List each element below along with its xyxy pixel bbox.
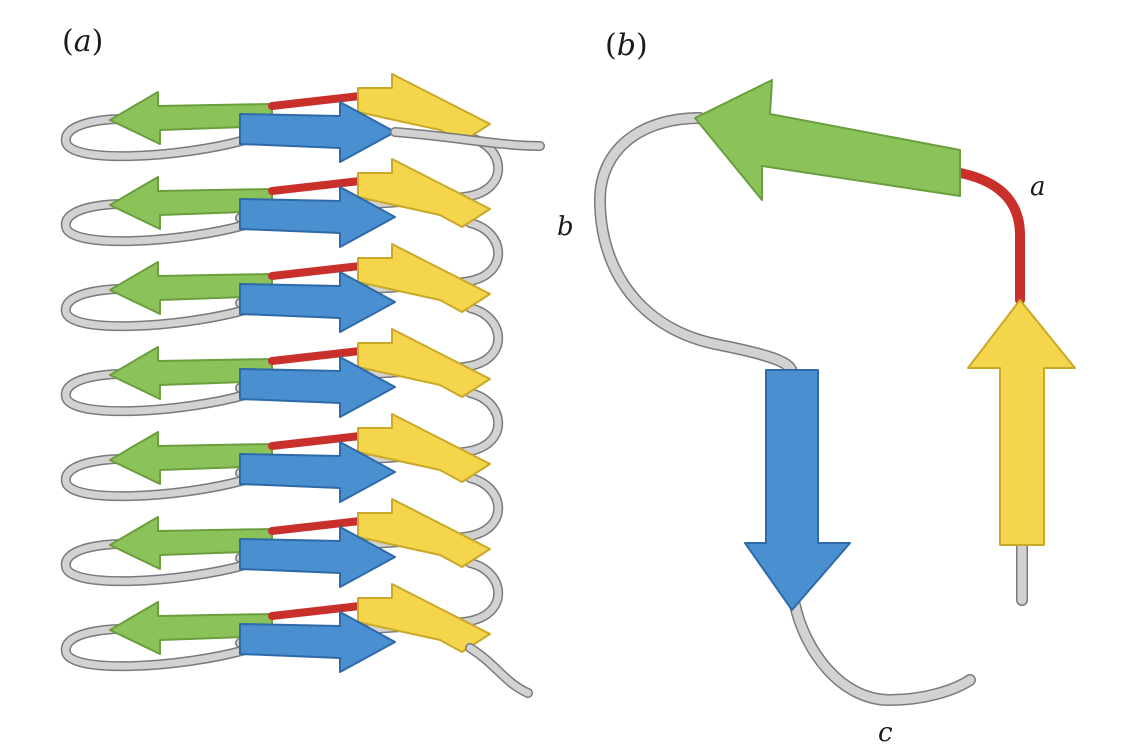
blue-strand-6 bbox=[239, 526, 396, 588]
blue-strand-1 bbox=[239, 101, 396, 163]
yellow-strand-4 bbox=[357, 328, 491, 398]
green-strand bbox=[694, 79, 961, 201]
yellow-strand-1 bbox=[357, 73, 491, 143]
tail-c-outline bbox=[789, 599, 976, 706]
hairpin-loop-4 bbox=[62, 370, 249, 415]
red-linker-5 bbox=[268, 432, 364, 450]
hairpin-loop-5 bbox=[62, 455, 249, 500]
red-linker-a bbox=[950, 167, 1025, 305]
bottom-exit-tube bbox=[466, 644, 532, 697]
rung-7 bbox=[60, 583, 491, 673]
hairpin-loop-2 bbox=[62, 200, 249, 245]
yellow-strand-7 bbox=[357, 583, 491, 653]
tail-c bbox=[790, 600, 975, 705]
hairpin-loop-7 bbox=[62, 625, 249, 670]
blue-strand-3 bbox=[239, 271, 396, 333]
segment-b-label: b bbox=[557, 212, 574, 242]
red-linker-4 bbox=[268, 347, 364, 365]
red-linker-6 bbox=[268, 517, 364, 535]
red-linker-7 bbox=[268, 602, 364, 620]
segment-a-label: a bbox=[1030, 172, 1046, 202]
blue-strand-2 bbox=[239, 186, 396, 248]
red-linker-2 bbox=[268, 177, 364, 195]
yellow-strand-3 bbox=[357, 243, 491, 313]
hairpin-loop-1 bbox=[62, 115, 249, 160]
red-linker-3 bbox=[268, 262, 364, 280]
hairpin-loop-6 bbox=[62, 540, 249, 585]
panel-a-label: (a) bbox=[62, 24, 104, 59]
blue-strand-5 bbox=[239, 441, 396, 503]
yellow-strand-2 bbox=[357, 158, 491, 228]
red-linker-1 bbox=[268, 92, 364, 110]
hairpin-loop-3 bbox=[62, 285, 249, 330]
panel-b-single-rung bbox=[594, 79, 1076, 706]
top-entry-tube bbox=[391, 128, 544, 150]
loop-b bbox=[595, 113, 797, 377]
yellow-strand bbox=[967, 299, 1076, 546]
segment-c-label: c bbox=[878, 718, 893, 748]
blue-strand bbox=[744, 369, 851, 611]
blue-strand-7 bbox=[239, 611, 396, 673]
yellow-strand-5 bbox=[357, 413, 491, 483]
panel-a-beta-helix-stack bbox=[60, 73, 545, 698]
yellow-strand-6 bbox=[357, 498, 491, 568]
panel-b-label: (b) bbox=[605, 28, 648, 63]
blue-strand-4 bbox=[239, 356, 396, 418]
